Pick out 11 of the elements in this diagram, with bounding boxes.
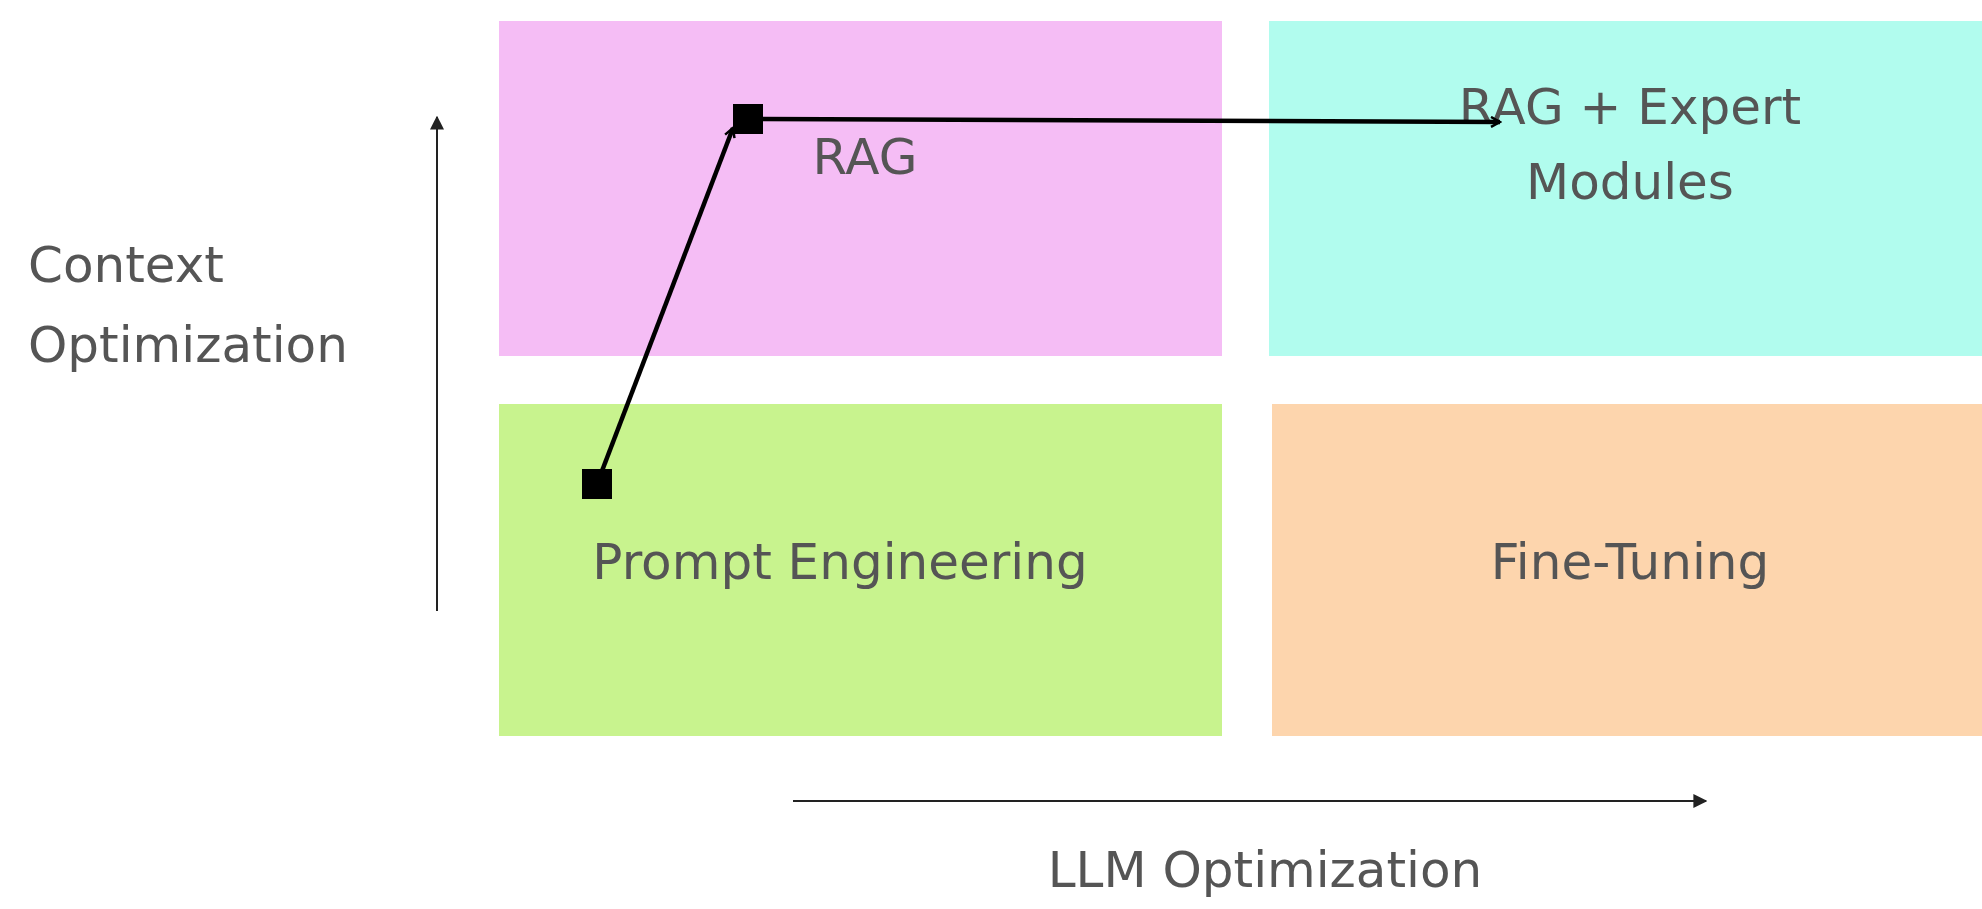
quadrant-box: [1269, 21, 1982, 356]
quadrant-box: [1272, 404, 1982, 736]
quadrant-label: RAG: [811, 127, 919, 188]
arrow: [582, 126, 736, 499]
arrow: [733, 104, 1502, 134]
quadrant-label: Prompt Engineering: [591, 532, 1089, 593]
axis-label: Context Optimization: [28, 235, 349, 376]
quadrant-box: [499, 21, 1222, 356]
axis-label: LLM Optimization: [1046, 840, 1484, 901]
quadrant-box: [499, 404, 1222, 736]
quadrant-label: Fine-Tuning: [1489, 532, 1771, 593]
